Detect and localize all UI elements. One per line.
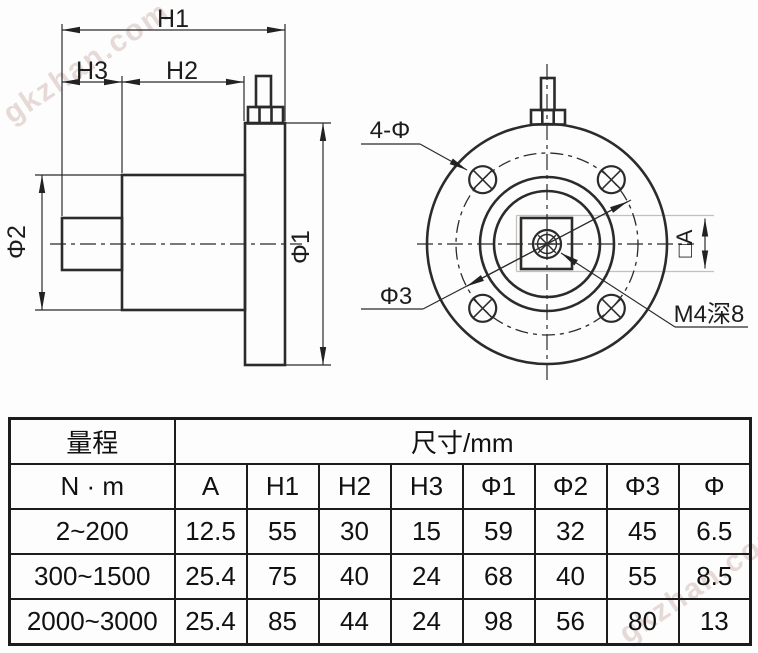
- square-drive-outline: [519, 216, 574, 271]
- table-row: 300~1500 25.4 75 40 24 68 40 55 8.5: [8, 553, 752, 600]
- front-connector: [529, 76, 567, 126]
- engineering-drawing: H1 H3 H2 Φ2 Φ1: [3, 5, 748, 380]
- value-cell: 45: [605, 508, 680, 555]
- side-connector-base: [246, 105, 285, 125]
- dim-label-h2: H2: [166, 57, 198, 85]
- value-cell: 32: [533, 508, 608, 555]
- range-cell: 300~1500: [8, 553, 176, 600]
- side-dimension-lines: [38, 26, 327, 365]
- side-connector-plug: [254, 74, 273, 109]
- range-header-cell: 量程: [8, 417, 176, 465]
- label-square-a: □A: [672, 229, 697, 257]
- front-dimension-lines: [361, 143, 748, 328]
- unit-cell: N · m: [8, 463, 176, 510]
- label-thread: M4深8: [674, 301, 745, 328]
- value-cell: 98: [461, 598, 536, 646]
- front-view: 4-Φ Φ3 M4深8 □A: [361, 64, 748, 380]
- col-header: A: [173, 463, 248, 510]
- bolt-circle: [455, 152, 639, 336]
- value-cell: 59: [461, 508, 536, 555]
- table-header-row: 量程 尺寸/mm: [8, 417, 752, 465]
- value-cell: 55: [605, 553, 680, 600]
- col-header: Φ: [677, 463, 752, 510]
- value-cell: 30: [317, 508, 392, 555]
- side-body: [120, 173, 247, 312]
- thread-leader: [560, 252, 676, 328]
- side-view: H1 H3 H2 Φ2 Φ1: [3, 5, 331, 367]
- value-cell: 24: [389, 553, 464, 600]
- dim-label-h3: H3: [76, 57, 108, 85]
- value-cell: 85: [245, 598, 320, 646]
- value-cell: 8.5: [677, 553, 752, 600]
- bolt-holes: [468, 165, 626, 323]
- value-cell: 15: [389, 508, 464, 555]
- value-cell: 55: [245, 508, 320, 555]
- bolt-hole-crosses: [472, 169, 622, 319]
- col-header: Φ2: [533, 463, 608, 510]
- value-cell: 56: [533, 598, 608, 646]
- col-header: Φ1: [461, 463, 536, 510]
- col-header: H1: [245, 463, 320, 510]
- table-subheader-row: N · m A H1 H2 H3 Φ1 Φ2 Φ3 Φ: [8, 463, 752, 510]
- label-bolt-circle: Φ3: [380, 283, 413, 310]
- col-header: H3: [389, 463, 464, 510]
- label-holes: 4-Φ: [370, 117, 411, 144]
- value-cell: 40: [317, 553, 392, 600]
- body-circle: [478, 175, 616, 313]
- value-cell: 25.4: [173, 598, 248, 646]
- table-row: 2~200 12.5 55 30 15 59 32 45 6.5: [8, 508, 752, 555]
- value-cell: 12.5: [173, 508, 248, 555]
- col-header: Φ3: [605, 463, 680, 510]
- value-cell: 24: [389, 598, 464, 646]
- dim-label-phi2: Φ2: [3, 225, 31, 259]
- boss-circle: [492, 189, 602, 299]
- range-cell: 2000~3000: [8, 598, 176, 646]
- value-cell: 40: [533, 553, 608, 600]
- value-cell: 44: [317, 598, 392, 646]
- dim-label-phi1: Φ1: [287, 230, 315, 264]
- value-cell: 75: [245, 553, 320, 600]
- dim-label-h1: H1: [157, 5, 189, 33]
- value-cell: 68: [461, 553, 536, 600]
- front-centerlines: [417, 64, 694, 380]
- dimension-table: 量程 尺寸/mm N · m A H1 H2 H3 Φ1 Φ2 Φ3 Φ 2~2…: [8, 417, 753, 646]
- col-header: H2: [317, 463, 392, 510]
- table-row: 2000~3000 25.4 85 44 24 98 56 80 13: [8, 598, 752, 646]
- value-cell: 80: [605, 598, 680, 646]
- value-cell: 13: [677, 598, 752, 646]
- value-cell: 25.4: [173, 553, 248, 600]
- dims-header-cell: 尺寸/mm: [173, 417, 752, 465]
- holes-leader: [419, 143, 468, 171]
- range-cell: 2~200: [8, 508, 176, 555]
- value-cell: 6.5: [677, 508, 752, 555]
